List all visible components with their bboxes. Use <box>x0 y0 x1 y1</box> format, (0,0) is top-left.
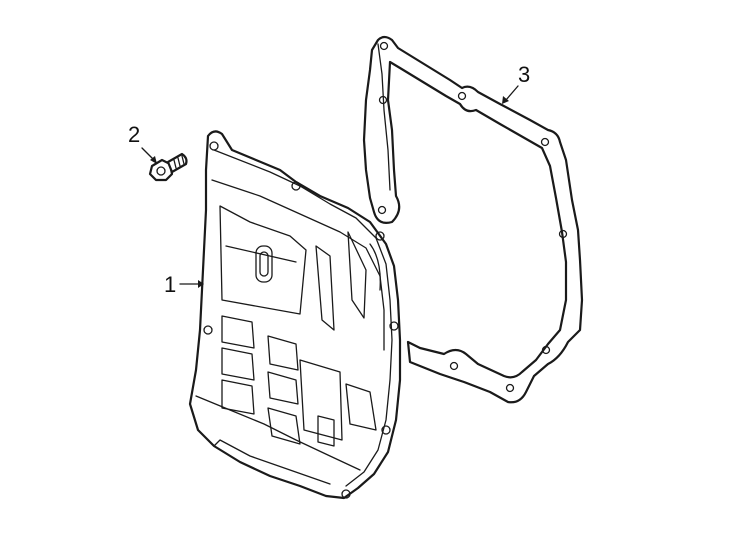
callout-1-label: 1 <box>164 272 176 297</box>
bolt-part <box>148 152 188 182</box>
callout-2-label: 2 <box>128 122 140 147</box>
callout-3-label: 3 <box>518 62 530 87</box>
gasket-part <box>362 35 584 404</box>
callout-3: 3 <box>502 62 530 104</box>
oil-pan-part <box>188 130 402 500</box>
callout-1: 1 <box>164 272 204 297</box>
callout-2: 2 <box>128 122 157 164</box>
